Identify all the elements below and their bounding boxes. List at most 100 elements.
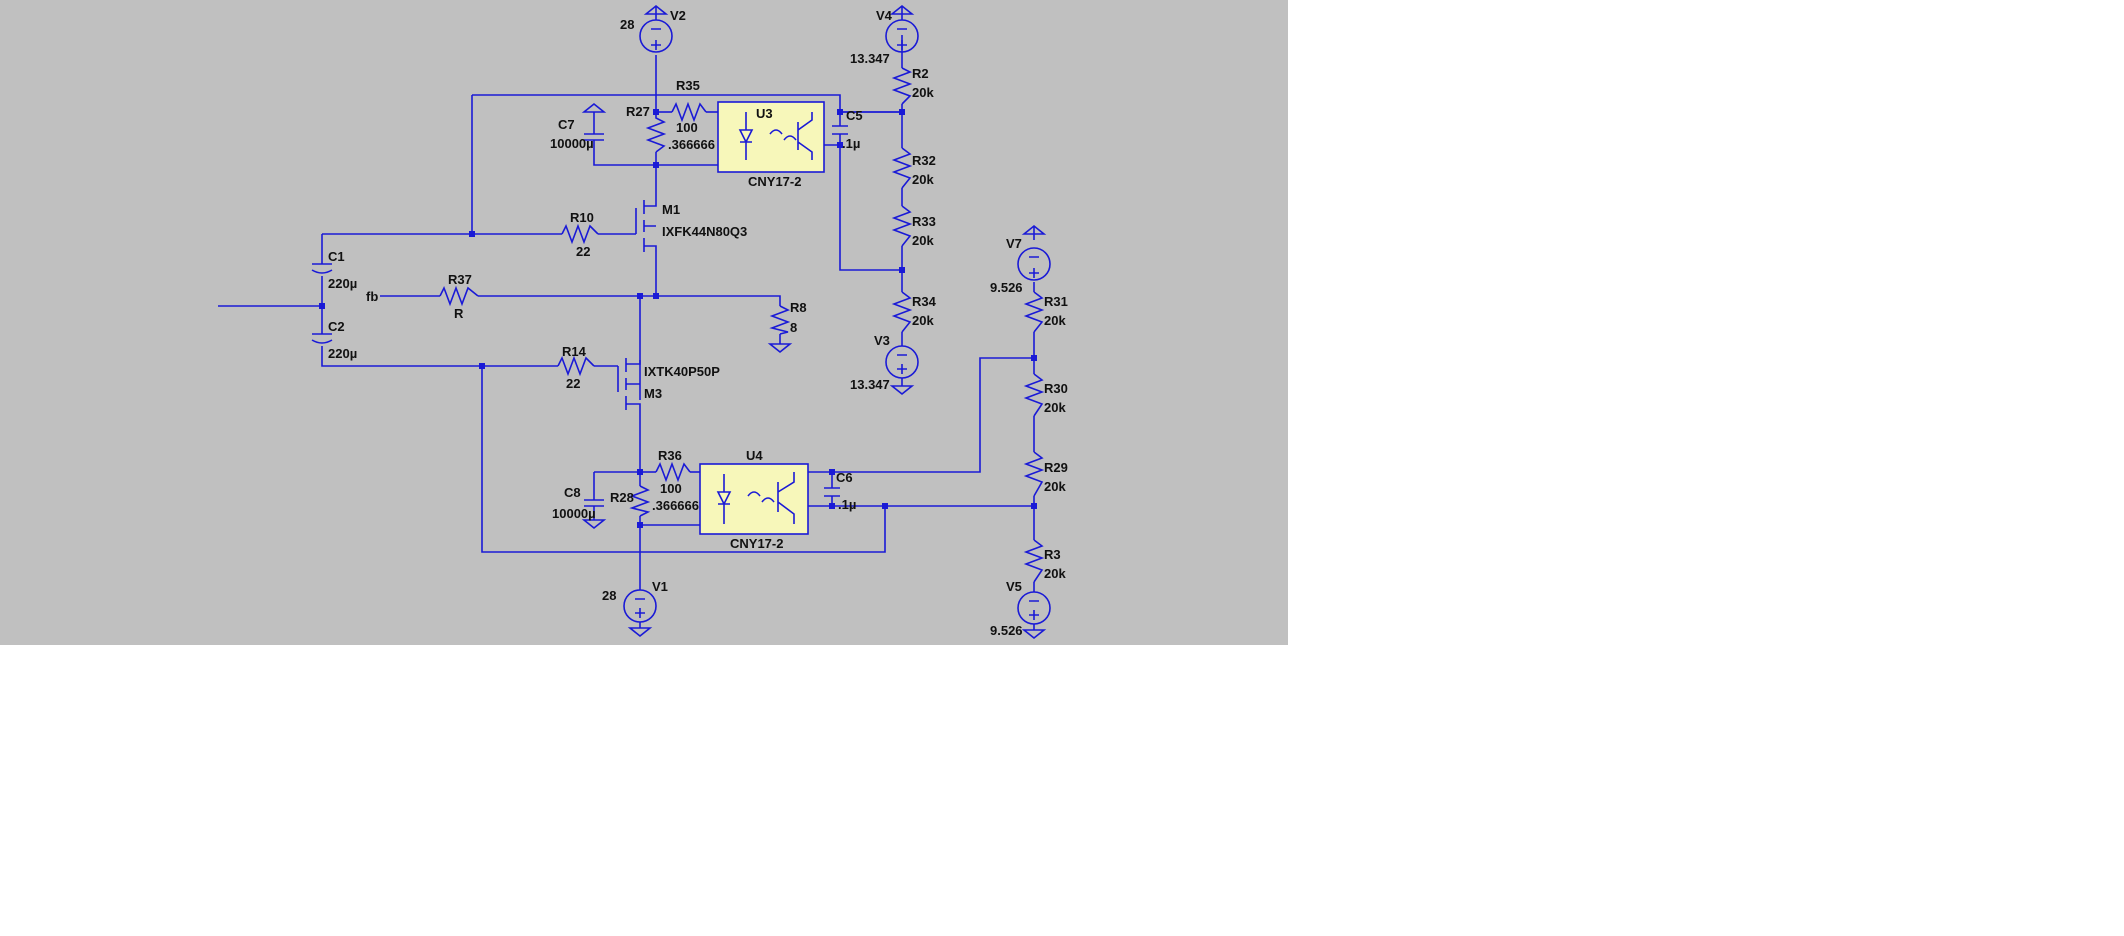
value-R37: R	[454, 306, 464, 321]
resistor-R14[interactable]	[557, 355, 595, 377]
value-R36: 100	[660, 481, 682, 496]
resistor-R31[interactable]	[1023, 291, 1045, 333]
label-V5: V5	[1006, 579, 1022, 594]
capacitor-C5[interactable]	[832, 125, 848, 135]
value-U4: CNY17-2	[730, 536, 783, 551]
value-C1: 220µ	[328, 276, 357, 291]
label-V4: V4	[876, 8, 893, 23]
capacitor-C6[interactable]	[824, 487, 840, 497]
label-R36: R36	[658, 448, 682, 463]
label-V7: V7	[1006, 236, 1022, 251]
value-R33: 20k	[912, 233, 934, 248]
value-R30: 20k	[1044, 400, 1066, 415]
value-R29: 20k	[1044, 479, 1066, 494]
label-R28: R28	[610, 490, 634, 505]
value-R3: 20k	[1044, 566, 1066, 581]
source-V7[interactable]	[1017, 224, 1051, 281]
resistor-R34[interactable]	[891, 291, 913, 333]
resistor-R30[interactable]	[1023, 373, 1045, 417]
net-label-fb: fb	[366, 289, 378, 304]
resistor-R2[interactable]	[891, 67, 913, 105]
label-R2: R2	[912, 66, 929, 81]
label-R33: R33	[912, 214, 936, 229]
label-R10: R10	[570, 210, 594, 225]
capacitor-C2[interactable]	[311, 333, 333, 344]
capacitor-C1[interactable]	[311, 263, 333, 274]
resistor-R33[interactable]	[891, 205, 913, 247]
value-U3: CNY17-2	[748, 174, 801, 189]
value-R8: 8	[790, 320, 797, 335]
label-V3: V3	[874, 333, 890, 348]
label-C1: C1	[328, 249, 345, 264]
resistor-R29[interactable]	[1023, 451, 1045, 497]
resistor-R35[interactable]	[671, 101, 707, 123]
value-C2: 220µ	[328, 346, 357, 361]
label-M3: M3	[644, 386, 662, 401]
label-R34: R34	[912, 294, 937, 309]
label-R37: R37	[448, 272, 472, 287]
resistor-R36[interactable]	[655, 461, 691, 483]
source-V3[interactable]	[885, 345, 919, 396]
label-R3: R3	[1044, 547, 1061, 562]
value-V1: 28	[602, 588, 616, 603]
label-R8: R8	[790, 300, 807, 315]
value-V3: 13.347	[850, 377, 890, 392]
capacitor-C8[interactable]	[581, 499, 607, 530]
value-R34: 20k	[912, 313, 934, 328]
value-V4: 13.347	[850, 51, 890, 66]
value-R2: 20k	[912, 85, 934, 100]
resistor-R28[interactable]	[629, 485, 651, 517]
value-R31: 20k	[1044, 313, 1066, 328]
junction-dots	[319, 109, 1037, 528]
capacitor-C7[interactable]	[581, 102, 607, 141]
resistor-R3[interactable]	[1023, 539, 1045, 583]
value-R28: .366666	[652, 498, 699, 513]
label-U4: U4	[746, 448, 763, 463]
value-R10: 22	[576, 244, 590, 259]
label-V2: V2	[670, 8, 686, 23]
schematic-sheet	[0, 0, 1288, 645]
label-R32: R32	[912, 153, 936, 168]
source-V1[interactable]	[623, 589, 657, 638]
resistor-R10[interactable]	[561, 223, 599, 245]
mosfet-M1[interactable]	[635, 200, 657, 252]
value-R32: 20k	[912, 172, 934, 187]
label-M1: M1	[662, 202, 680, 217]
value-R27: .366666	[668, 137, 715, 152]
value-M3: IXTK40P50P	[644, 364, 720, 379]
label-R14: R14	[562, 344, 587, 359]
label-C8: C8	[564, 485, 581, 500]
optocoupler-U4[interactable]	[699, 463, 809, 535]
resistor-R32[interactable]	[891, 147, 913, 189]
value-R14: 22	[566, 376, 580, 391]
label-R27: R27	[626, 104, 650, 119]
label-R31: R31	[1044, 294, 1068, 309]
resistor-R27[interactable]	[645, 112, 667, 153]
label-R35: R35	[676, 78, 700, 93]
value-M1: IXFK44N80Q3	[662, 224, 747, 239]
wires[interactable]	[218, 35, 1035, 592]
label-R29: R29	[1044, 460, 1068, 475]
label-C6: C6	[836, 470, 853, 485]
value-C7: 10000µ	[550, 136, 594, 151]
value-V2: 28	[620, 17, 634, 32]
component-labels: V2 28 V4 13.347 V3 13.347 V7 9.526 V1 28…	[328, 8, 1068, 638]
source-V5[interactable]	[1017, 591, 1051, 640]
resistor-R8[interactable]	[767, 305, 793, 354]
value-C6: .1µ	[838, 497, 856, 512]
resistor-R37[interactable]	[439, 285, 479, 307]
source-V4[interactable]	[885, 4, 919, 53]
label-U3: U3	[756, 106, 773, 121]
mosfet-M3[interactable]	[617, 358, 641, 420]
value-V5: 9.526	[990, 623, 1023, 638]
label-C7: C7	[558, 117, 575, 132]
value-C8: 10000µ	[552, 506, 596, 521]
label-C5: C5	[846, 108, 863, 123]
label-R30: R30	[1044, 381, 1068, 396]
optocoupler-U3[interactable]	[717, 101, 825, 173]
label-C2: C2	[328, 319, 345, 334]
value-R35: 100	[676, 120, 698, 135]
source-V2[interactable]	[639, 4, 673, 53]
